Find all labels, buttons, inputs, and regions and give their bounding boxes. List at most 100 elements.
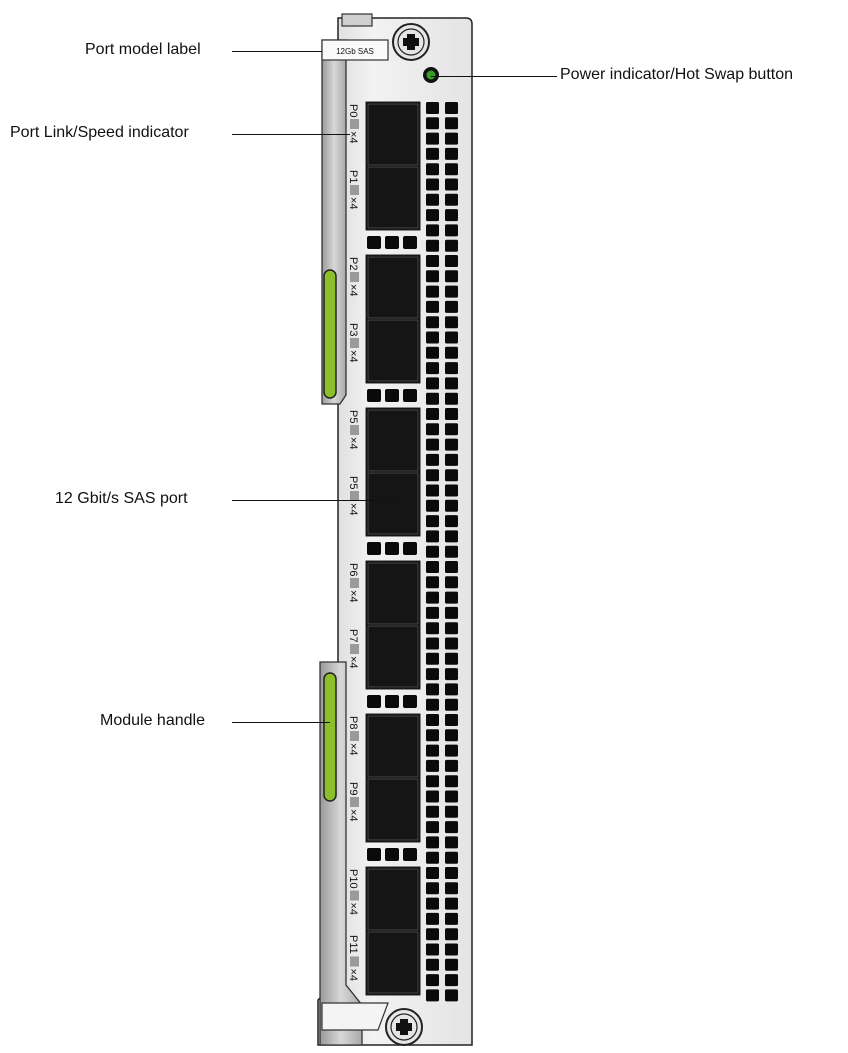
- link-speed-led-icon: [350, 491, 359, 501]
- vent-hole: [445, 469, 458, 482]
- link-speed-led-icon: [350, 797, 359, 807]
- vent-hole: [426, 591, 439, 604]
- sas-port-cage[interactable]: P8×4P9×4: [347, 713, 421, 843]
- vent-hole: [445, 576, 458, 589]
- vent-square: [385, 542, 399, 555]
- vent-hole: [445, 270, 458, 283]
- vent-hole: [426, 836, 439, 849]
- port-speed-suffix: ×4: [347, 809, 359, 822]
- vent-hole: [445, 545, 458, 558]
- port-speed-suffix: ×4: [347, 350, 359, 363]
- vent-hole: [426, 622, 439, 635]
- bottom-latch: [321, 1002, 389, 1031]
- link-speed-led-icon: [350, 425, 359, 435]
- top-screw-icon: [392, 23, 430, 61]
- port-model-label-plate: [321, 39, 389, 61]
- vent-hole: [445, 591, 458, 604]
- vent-square: [385, 389, 399, 402]
- link-speed-led-icon: [350, 890, 359, 901]
- vent-hole: [445, 821, 458, 834]
- port-label-top: P10: [347, 869, 359, 889]
- vent-hole: [426, 331, 439, 344]
- vent-hole: [445, 867, 458, 879]
- vent-hole: [445, 775, 458, 788]
- vent-hole: [445, 377, 458, 390]
- vent-hole: [426, 637, 439, 650]
- vent-square: [367, 389, 381, 402]
- vent-hole: [426, 744, 439, 757]
- vent-hole: [426, 453, 439, 466]
- vent-hole: [445, 255, 458, 267]
- vent-hole: [426, 897, 439, 910]
- port-speed-suffix: ×4: [347, 969, 359, 982]
- vent-square: [403, 848, 417, 861]
- vent-hole: [426, 102, 439, 114]
- module-handle-upper[interactable]: [323, 269, 337, 399]
- link-speed-led-icon: [350, 578, 359, 588]
- sas-port-cage[interactable]: P2×4P3×4: [347, 254, 421, 384]
- sas-port-cage[interactable]: P6×4P7×4: [347, 560, 421, 690]
- module-handle-lower[interactable]: [323, 672, 337, 802]
- vent-hole: [426, 193, 439, 206]
- link-speed-led-icon: [350, 338, 359, 348]
- vent-hole: [426, 484, 439, 497]
- leader-line-port-model-label: [232, 51, 322, 52]
- port-label-top: P8: [347, 716, 359, 729]
- port-label-top: P2: [347, 257, 359, 270]
- vent-square: [403, 236, 417, 249]
- vent-hole: [445, 239, 458, 252]
- vent-hole: [426, 545, 439, 558]
- vent-hole: [445, 147, 458, 160]
- vent-hole: [445, 729, 458, 742]
- vent-hole: [426, 300, 439, 313]
- vent-hole: [426, 561, 439, 573]
- top-latch: [341, 13, 373, 27]
- vent-square: [385, 695, 399, 708]
- port-label-bottom: P3: [347, 323, 359, 336]
- vent-hole: [426, 132, 439, 145]
- vent-hole: [445, 989, 458, 1002]
- vent-hole: [426, 530, 439, 543]
- vent-hole: [426, 683, 439, 696]
- sas-port-cage[interactable]: P5×4P5×4: [347, 407, 421, 537]
- link-speed-led-icon: [350, 272, 359, 282]
- link-speed-led-icon: [350, 731, 359, 741]
- port-label-bottom: P1: [347, 170, 359, 183]
- vent-hole: [445, 943, 458, 956]
- vent-hole: [445, 346, 458, 359]
- vent-hole: [445, 163, 458, 176]
- leader-line-power-indicator: [431, 76, 557, 77]
- vent-hole: [445, 224, 458, 237]
- vent-hole: [445, 851, 458, 864]
- vent-hole: [445, 974, 458, 987]
- vent-hole: [426, 285, 439, 298]
- vent-square: [367, 542, 381, 555]
- vent-hole: [426, 438, 439, 451]
- vent-hole: [445, 714, 458, 726]
- vent-hole: [426, 117, 439, 130]
- port-speed-suffix: ×4: [347, 656, 359, 669]
- vent-hole: [426, 209, 439, 222]
- power-indicator-icon[interactable]: [423, 67, 439, 83]
- sas-port-cage[interactable]: P0×4P1×4: [347, 101, 421, 231]
- vent-hole: [426, 912, 439, 925]
- vent-hole: [426, 469, 439, 482]
- vent-square: [367, 236, 381, 249]
- vent-hole: [426, 178, 439, 191]
- vent-hole: [445, 882, 458, 895]
- vent-hole: [445, 331, 458, 344]
- vent-square: [403, 389, 417, 402]
- port-speed-suffix: ×4: [347, 503, 359, 516]
- port-label-top: P0: [347, 104, 359, 117]
- link-speed-led-icon: [350, 119, 359, 129]
- vent-hole: [426, 668, 439, 681]
- vent-hole: [426, 392, 439, 405]
- port-speed-suffix: ×4: [347, 903, 359, 916]
- vent-hole: [426, 882, 439, 895]
- vent-hole: [445, 668, 458, 681]
- port-speed-suffix: ×4: [347, 590, 359, 603]
- link-speed-led-icon: [350, 644, 359, 654]
- callout-port-link-speed: Port Link/Speed indicator: [10, 124, 189, 141]
- vent-hole: [426, 714, 439, 726]
